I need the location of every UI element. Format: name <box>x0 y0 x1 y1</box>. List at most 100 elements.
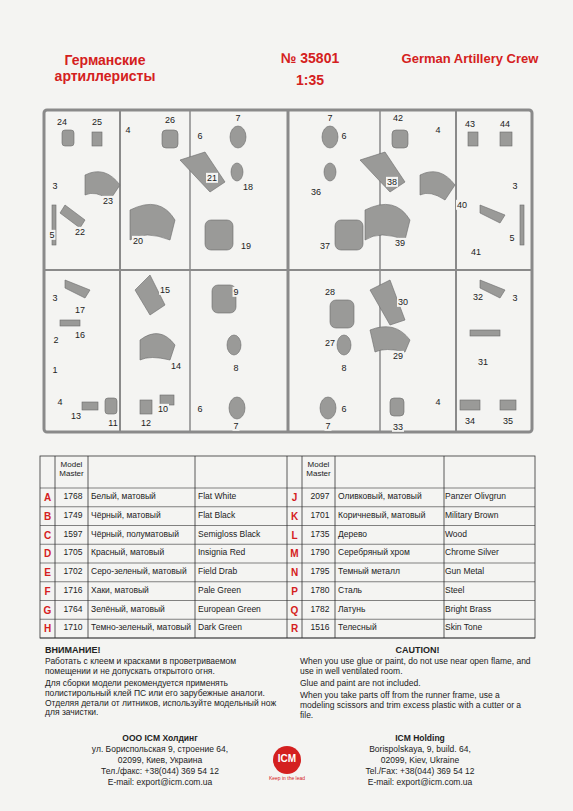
callout-number: 5 <box>48 230 55 240</box>
table-cell: Flat White <box>198 492 285 502</box>
table-rule <box>40 581 535 582</box>
callout-number: 9 <box>232 287 239 297</box>
table-cell: Чёрный, матовый <box>91 511 195 521</box>
callout-number: 6 <box>196 131 203 141</box>
callout-number: 6 <box>196 404 203 414</box>
table-cell: Pale Green <box>198 586 285 596</box>
paint-letter: D <box>40 548 55 560</box>
table-cell: Steel <box>445 586 532 596</box>
table-cell: 1702 <box>58 567 88 577</box>
callout-number: 4 <box>124 125 131 135</box>
callout-number: 34 <box>464 416 476 426</box>
callout-number: 44 <box>499 119 511 129</box>
table-cell: 1516 <box>305 623 335 633</box>
callout-number: 3 <box>51 293 58 303</box>
table-cell: Латунь <box>338 605 442 615</box>
callout-number: 7 <box>232 421 239 431</box>
callout-number: 8 <box>232 363 239 373</box>
callout-number: 29 <box>392 351 404 361</box>
logo-tagline: Keep in the lead <box>257 776 317 782</box>
logo-text: ICM <box>267 753 307 765</box>
address-line: ICM Holding <box>320 734 520 744</box>
callout-number: 1 <box>51 365 58 375</box>
table-cell: Dark Green <box>198 623 285 633</box>
title-en: German Artillery Crew <box>400 52 540 67</box>
callout-number: 36 <box>310 187 322 197</box>
table-rule <box>40 544 535 545</box>
callout-number: 19 <box>240 241 252 251</box>
callout-number: 5 <box>508 233 515 243</box>
table-rule <box>40 600 535 601</box>
address-line: Тел./факс: +38(044) 369 54 12 <box>60 767 260 777</box>
callout-number: 13 <box>70 411 82 421</box>
table-rule <box>40 488 535 489</box>
table-cell: Серебряный хром <box>338 548 442 558</box>
table-cell: Хаки, матовый <box>91 586 195 596</box>
callout-number: 14 <box>170 361 182 371</box>
table-cell: Chrome Silver <box>445 548 532 558</box>
table-cell: Сталь <box>338 586 442 596</box>
table-cell: 1782 <box>305 605 335 615</box>
paint-letter: A <box>40 492 55 504</box>
paint-letter: H <box>40 623 55 635</box>
address-line: ООО ICM Холдинг <box>60 734 260 744</box>
callout-number: 20 <box>132 236 144 246</box>
callout-number: 35 <box>502 416 514 426</box>
table-cell: Темно-зеленый, матовый <box>91 623 195 633</box>
callout-number: 18 <box>242 182 254 192</box>
caution-text: When you use glue or paint, do not use n… <box>300 657 535 677</box>
table-cell: 1701 <box>305 511 335 521</box>
paint-letter: P <box>287 586 302 598</box>
table-header: Model Master <box>302 460 335 478</box>
table-cell: Military Brown <box>445 511 532 521</box>
paint-letter: J <box>287 492 302 504</box>
paint-letter: F <box>40 586 55 598</box>
address-line: Borispolskaya, 9, build. 64, <box>320 745 520 755</box>
paint-letter: L <box>287 530 302 542</box>
table-cell: European Green <box>198 605 285 615</box>
callout-number: 24 <box>56 117 68 127</box>
paint-letter: G <box>40 605 55 617</box>
table-cell: Серо-зеленый, матовый <box>91 567 195 577</box>
address-line: Tel./Fax: +38(044) 369 54 12 <box>320 767 520 777</box>
callout-number: 21 <box>206 173 218 183</box>
callout-number: 33 <box>392 422 404 432</box>
table-cell: 1780 <box>305 586 335 596</box>
callout-number: 37 <box>319 241 331 251</box>
address-line: 02099, Киев, Украина <box>60 756 260 766</box>
table-header: Model Master <box>55 460 88 478</box>
table-cell: Field Drab <box>198 567 285 577</box>
table-rule <box>40 563 535 564</box>
callout-number: 16 <box>74 330 86 340</box>
table-cell: Чёрный, полуматовый <box>91 530 195 540</box>
table-cell: Flat Black <box>198 511 285 521</box>
table-cell: Wood <box>445 530 532 540</box>
callout-number: 4 <box>56 397 63 407</box>
paint-letter: K <box>287 511 302 523</box>
caution-text: When you take parts off from the runner … <box>300 691 535 720</box>
paint-letter: Q <box>287 605 302 617</box>
table-cell: Телесный <box>338 623 442 633</box>
callout-number: 25 <box>91 117 103 127</box>
callout-number: 15 <box>159 285 171 295</box>
callout-number: 7 <box>324 421 331 431</box>
table-cell: 1597 <box>58 530 88 540</box>
table-cell: 1716 <box>58 586 88 596</box>
callout-number: 28 <box>324 287 336 297</box>
paint-letter: E <box>40 567 55 579</box>
table-cell: 1790 <box>305 548 335 558</box>
table-cell: Insignia Red <box>198 548 285 558</box>
callout-number: 11 <box>107 418 118 428</box>
table-rule <box>40 638 535 639</box>
callout-number: 4 <box>434 397 441 407</box>
callout-number: 41 <box>470 247 482 257</box>
callout-number: 4 <box>434 125 441 135</box>
callout-number: 3 <box>511 293 518 303</box>
table-cell: Panzer Olivgrun <box>445 492 532 502</box>
callout-number: 30 <box>397 297 409 307</box>
caution-text: Glue and paint are not included. <box>300 679 535 689</box>
caution-heading: CAUTION! <box>300 645 535 655</box>
callout-number: 39 <box>394 238 406 248</box>
callout-number: 42 <box>392 113 404 123</box>
callout-number: 26 <box>164 115 176 125</box>
